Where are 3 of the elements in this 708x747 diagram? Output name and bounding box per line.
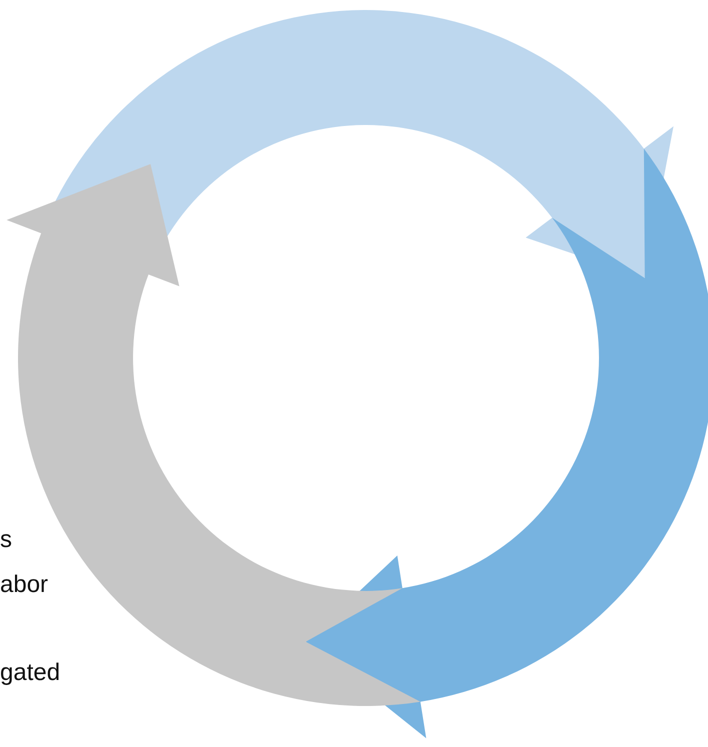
- note-text: gated: [0, 659, 60, 687]
- note-text: s: [0, 526, 12, 554]
- note-text: abor: [0, 571, 48, 599]
